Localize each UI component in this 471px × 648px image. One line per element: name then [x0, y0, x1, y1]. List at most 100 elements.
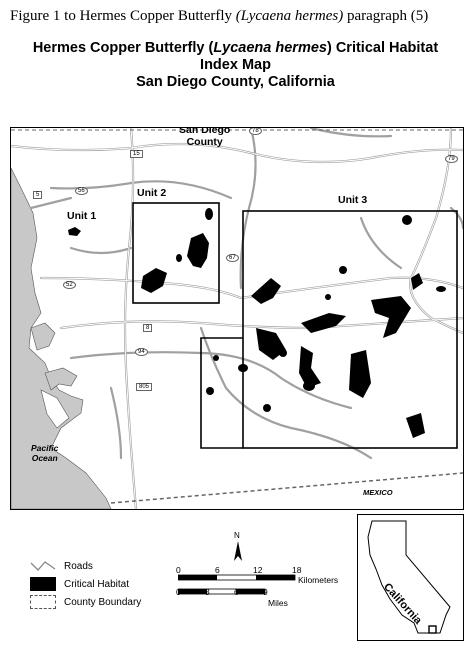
caption-suffix: paragraph (5) — [343, 8, 429, 24]
map-canvas — [11, 128, 463, 509]
mi-tick: 3 — [205, 587, 210, 597]
habitat-patch — [325, 294, 331, 300]
shield-78: 78 — [249, 128, 262, 135]
shield-79: 79 — [445, 155, 458, 163]
habitat-unit-3 — [251, 278, 281, 304]
habitat-swatch — [30, 577, 56, 591]
unit-2-label: Unit 2 — [137, 187, 167, 199]
road — [359, 216, 403, 270]
county-label-line: San Diego — [179, 127, 231, 136]
roads-icon — [30, 561, 56, 571]
shield-15: 15 — [130, 150, 143, 158]
habitat-unit-3 — [406, 413, 425, 438]
legend-county: County Boundary — [30, 593, 141, 611]
km-tick: 0 — [176, 565, 181, 575]
title-part: ) Critical Habitat — [326, 40, 439, 56]
map-subtitle: Index Map — [200, 57, 271, 73]
habitat-patch — [436, 286, 446, 292]
road — [109, 386, 123, 460]
map-location: San Diego County, California — [136, 74, 335, 90]
km-tick: 12 — [253, 565, 263, 575]
mexico-label: MEXICO — [363, 488, 393, 497]
shield-56: 56 — [75, 187, 88, 195]
habitat-patch — [205, 208, 213, 220]
index-map: San Diego County Unit 1 Unit 2 Unit 3 Pa… — [10, 127, 464, 510]
mission-bay — [30, 322, 56, 351]
county-boundary-swatch — [30, 595, 56, 609]
mi-tick: 0 — [176, 587, 181, 597]
county-boundary — [110, 472, 463, 504]
road — [11, 142, 463, 164]
road — [309, 128, 393, 138]
km-tick: 6 — [215, 565, 220, 575]
caption-species: (Lycaena hermes) — [235, 8, 344, 24]
mi-tick: 9 — [263, 587, 268, 597]
road — [39, 276, 463, 300]
road — [239, 128, 257, 290]
road — [449, 206, 463, 230]
shield-67: 67 — [226, 254, 239, 262]
california-outline — [367, 520, 451, 634]
legend-roads-label: Roads — [64, 560, 93, 572]
shield-52: 52 — [63, 281, 76, 289]
road — [29, 196, 73, 210]
unit-1-label: Unit 1 — [67, 210, 97, 222]
california-inset: California — [357, 514, 464, 641]
habitat-patch — [206, 387, 214, 395]
road — [199, 326, 373, 460]
habitat-patch — [213, 355, 219, 361]
title-part: Hermes Copper Butterfly ( — [32, 40, 214, 56]
unit-3-label: Unit 3 — [338, 194, 368, 206]
unit-3-box — [242, 210, 458, 449]
habitat-unit-3 — [371, 296, 411, 338]
habitat-unit-3 — [301, 313, 346, 333]
pacific-ocean — [11, 167, 112, 509]
habitat-patch — [263, 404, 271, 412]
habitat-patch — [303, 381, 315, 391]
habitat-unit-2-south — [141, 268, 167, 293]
habitat-unit-3 — [299, 346, 321, 388]
legend-county-label: County Boundary — [64, 596, 142, 608]
ocean-label: Pacific Ocean — [31, 443, 58, 463]
unit-2-box — [132, 202, 220, 304]
road — [123, 128, 138, 509]
ocean-label-line: Pacific — [31, 443, 59, 453]
north-label: N — [234, 531, 240, 540]
shield-8: 8 — [143, 324, 153, 332]
legend-habitat: Critical Habitat — [30, 575, 129, 593]
shield-5: 5 — [33, 191, 43, 199]
habitat-unit-3 — [349, 350, 371, 398]
road — [69, 246, 133, 255]
habitat-unit-3 — [256, 328, 286, 360]
county-label-line: County — [186, 136, 223, 148]
habitat-patch — [339, 266, 347, 274]
map-title: Hermes Copper Butterfly (Lycaena hermes)… — [0, 40, 471, 57]
caption-prefix: Figure 1 to Hermes Copper Butterfly — [10, 8, 236, 24]
roads-inner — [11, 128, 463, 509]
point-loma — [40, 389, 70, 429]
figure-caption: Figure 1 to Hermes Copper Butterfly (Lyc… — [10, 8, 428, 25]
mi-unit: Miles — [268, 598, 288, 608]
habitat-unit-3 — [411, 273, 423, 290]
habitat-patch — [238, 364, 248, 372]
habitat-patch — [402, 215, 412, 225]
legend-habitat-label: Critical Habitat — [64, 578, 130, 590]
shield-805: 805 — [136, 383, 153, 391]
north-arrow-icon — [234, 541, 242, 561]
san-diego-bay — [44, 367, 78, 391]
legend-roads: Roads — [30, 557, 93, 575]
km-tick: 18 — [292, 565, 302, 575]
km-unit: Kilometers — [298, 575, 339, 585]
critical-habitat — [68, 208, 446, 438]
shield-94: 94 — [135, 348, 148, 356]
road — [69, 351, 353, 410]
habitat-unit-1 — [68, 227, 81, 236]
unit-3-box-ext — [200, 337, 243, 449]
habitat-patch — [176, 254, 182, 262]
title-species: Lycaena hermes — [213, 40, 327, 56]
habitat-unit-2-main — [187, 233, 209, 268]
scale-bar — [178, 574, 296, 595]
mi-tick: 6 — [234, 587, 239, 597]
ocean-label-line: Ocean — [31, 453, 58, 463]
county-label: San Diego County — [179, 127, 231, 148]
